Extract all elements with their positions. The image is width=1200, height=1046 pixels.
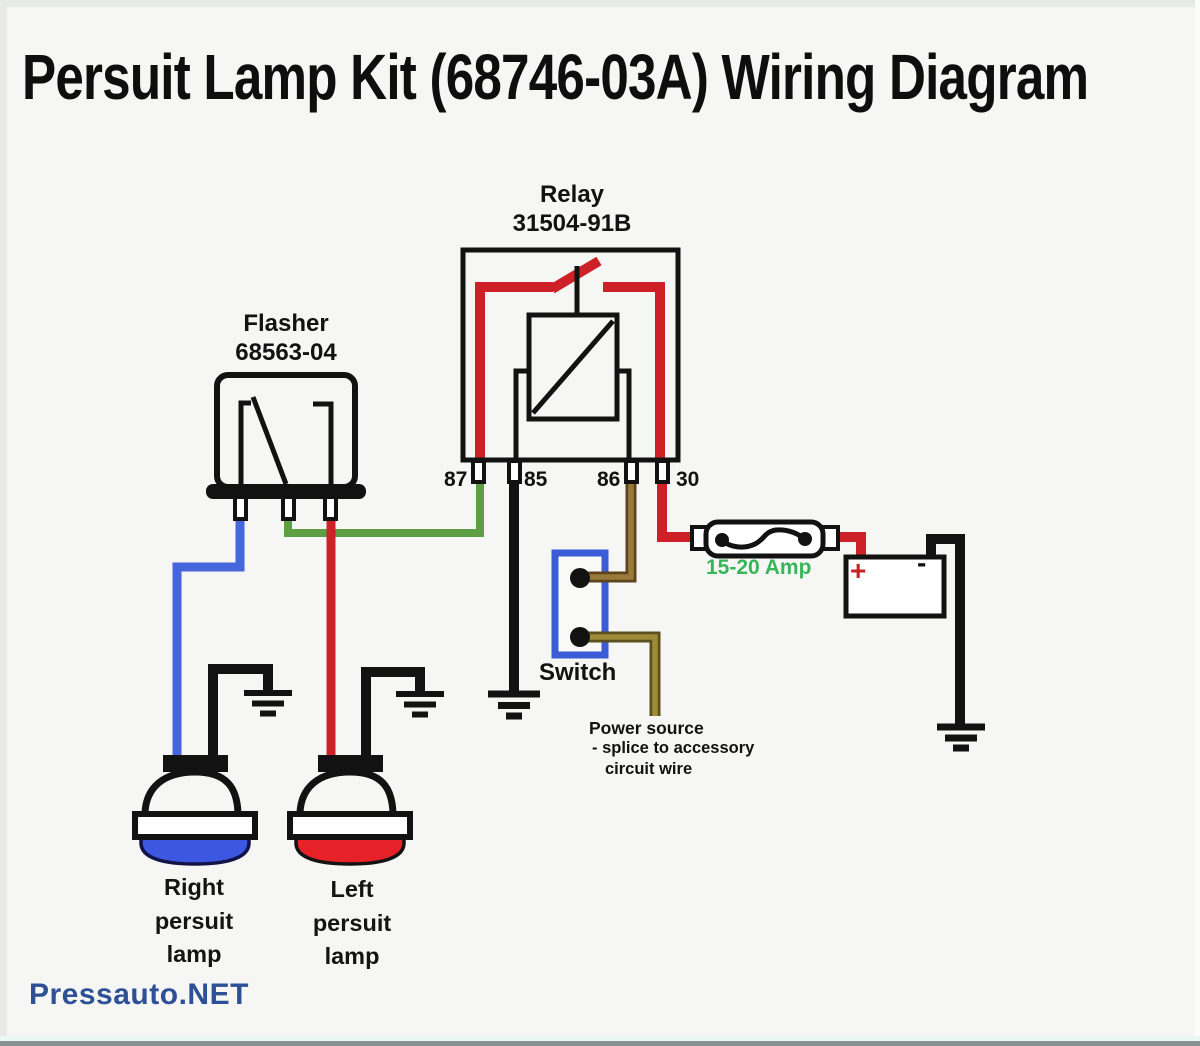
switch-label: Switch [539, 659, 617, 686]
wire-black-right-lamp-to-ground [208, 664, 273, 758]
right-lamp-label-line1: Right [163, 874, 225, 900]
flasher-symbol [206, 372, 366, 499]
right-lamp-label-line3: lamp [166, 941, 222, 967]
right-lamp-cap [163, 755, 228, 772]
left-lamp-lens [294, 835, 406, 866]
relay-symbol [460, 247, 681, 463]
left-lamp-cap [318, 755, 383, 772]
wire-red-30-to-fuse [657, 482, 694, 542]
left-lamp-label-line3: lamp [324, 943, 380, 969]
power-source-note-line3: circuit wire [605, 760, 693, 778]
right-lamp-lens [139, 835, 251, 866]
flasher-pin-left [233, 495, 248, 521]
wires [172, 480, 965, 758]
wire-black-battery-to-ground [926, 534, 965, 724]
fuse-icon [690, 519, 840, 559]
right-lamp-collar [132, 811, 258, 840]
terminal-label-87: 87 [444, 468, 468, 491]
flasher-part-number: 68563-04 [235, 338, 337, 366]
power-source-note-line2: - splice to accessory [592, 739, 755, 757]
relay-internal-wire-right [603, 282, 665, 459]
battery-negative-label: - [917, 547, 927, 578]
left-lamp-icon [287, 755, 413, 866]
flasher-pins [233, 495, 338, 521]
flasher-pin-center [281, 495, 296, 521]
wire-olive-switch-to-power [584, 634, 658, 716]
terminal-label-30: 30 [676, 468, 700, 491]
flasher-blade-icon [250, 396, 289, 485]
page-edge-top [0, 0, 1200, 7]
power-source-note-line1: Power source [589, 718, 704, 738]
relay-pin-30 [655, 459, 670, 484]
relay-pin-87 [471, 459, 486, 484]
left-lamp-label: Left persuit lamp [313, 873, 391, 974]
right-lamp-dome [141, 768, 242, 814]
flasher-label: Flasher 68563-04 [235, 310, 336, 367]
relay-label: Relay 31504-91B [513, 181, 632, 238]
wire-blue-flasher-to-right-lamp [172, 518, 245, 757]
right-lamp-label-line2: persuit [154, 907, 234, 934]
switch-contact-bottom [570, 627, 590, 647]
ground-icon-85 [488, 690, 540, 720]
switch-contacts [570, 568, 590, 647]
wire-green-87-to-flasher [284, 480, 484, 537]
flasher-contact-right [313, 401, 334, 484]
flasher-pin-right [323, 495, 338, 521]
fuse-dot-left [715, 533, 729, 547]
relay-pin-86 [624, 459, 639, 484]
watermark: Pressauto.NET [29, 978, 249, 1011]
relay-name: Relay [539, 181, 605, 208]
ground-icon-left-lamp [396, 691, 444, 718]
fuse-dot-right [798, 532, 812, 546]
relay-pins [471, 459, 670, 484]
battery-icon [843, 554, 947, 619]
switch-contact-top [570, 568, 590, 588]
battery-positive-label: + [850, 555, 867, 586]
flasher-name: Flasher [243, 310, 329, 337]
flasher-contact-left [238, 400, 251, 484]
relay-case [460, 247, 681, 463]
relay-internal-wire-left [475, 282, 553, 459]
ground-icon-battery [937, 723, 985, 752]
wire-brown-86-to-switch [584, 480, 634, 580]
right-lamp-label: Right persuit lamp [155, 871, 233, 972]
relay-coil-diagonal [531, 319, 615, 415]
left-lamp-label-line1: Left [330, 876, 374, 902]
left-lamp-collar [287, 811, 413, 840]
fuse-element [720, 527, 807, 550]
right-lamp-icon [132, 755, 258, 866]
flasher-case [214, 372, 358, 490]
page-edge-accent [0, 1036, 1200, 1041]
left-lamp-dome [296, 768, 397, 814]
terminal-label-85: 85 [524, 468, 548, 491]
ground-icon-right-lamp [244, 690, 292, 717]
left-lamp-label-line2: persuit [312, 909, 392, 936]
page-edge-left [0, 0, 7, 1046]
relay-part-number: 31504-91B [512, 209, 632, 237]
relay-pin-85 [507, 459, 522, 484]
fuse-rating-label: 15-20 Amp [706, 556, 812, 579]
wire-black-left-lamp-to-ground [361, 667, 425, 758]
page-title: Persuit Lamp Kit (68746-03A) Wiring Diag… [22, 41, 1089, 113]
page-edge-bottom [0, 1041, 1200, 1046]
page-edge-right [1195, 0, 1200, 1046]
terminal-label-86: 86 [597, 468, 621, 491]
wire-red-fuse-to-battery [834, 532, 866, 560]
